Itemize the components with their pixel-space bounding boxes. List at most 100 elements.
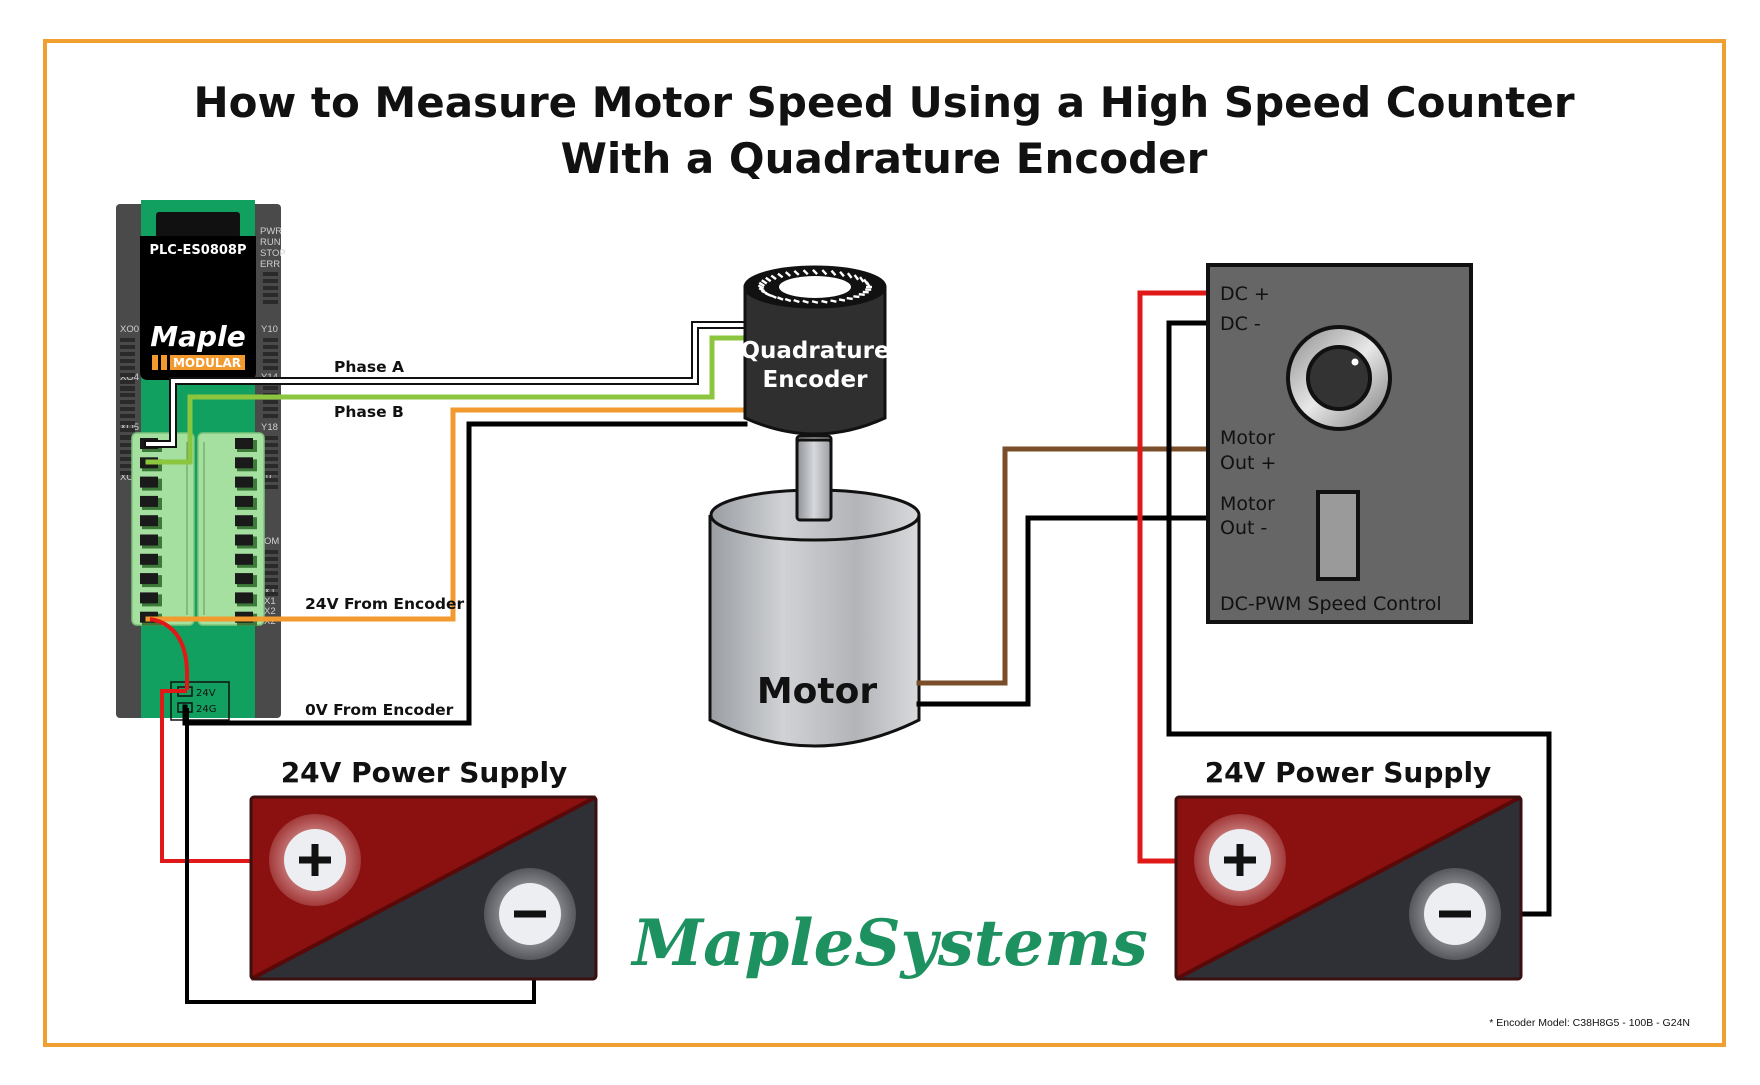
encoder-disc-slot — [758, 287, 766, 293]
encoder-disc-slot — [784, 297, 792, 303]
encoder-disc-slot — [839, 270, 845, 278]
knob-indicator-dot — [1351, 358, 1359, 366]
encoder-disc-slot — [802, 299, 809, 304]
pin-label-xo0: XO0 — [120, 324, 139, 335]
plc-terminal-left — [140, 534, 158, 546]
plc-modular-label: MODULAR — [173, 356, 241, 370]
plc-terminal-right — [235, 495, 253, 507]
power-switch[interactable] — [1316, 490, 1360, 581]
plc-terminal-left — [140, 495, 158, 507]
plc-terminal-right — [235, 457, 253, 469]
led-label-err: ERR — [260, 259, 280, 270]
encoder-model-footnote: * Encoder Model: C38H8G5 - 100B - G24N — [1489, 1017, 1690, 1029]
plc-vent-slot — [120, 421, 135, 425]
encoder-disc-slot — [770, 274, 777, 281]
plc-terminal-right — [235, 438, 253, 449]
plc-vent-slot — [263, 592, 278, 596]
plc-vent-slot — [263, 352, 278, 356]
plc-module: PLC-ES0808P Maple MODULAR PWR RUN STOP E… — [116, 200, 286, 721]
encoder-disc-slot — [853, 295, 860, 299]
plc-vent-slot — [263, 366, 278, 370]
plc-vent-slot — [263, 293, 278, 297]
encoder-disc-slot — [846, 296, 853, 301]
plc-24g-label: 24G — [196, 704, 216, 715]
plc-vent-slot — [263, 272, 278, 276]
plc-vent-slot — [263, 400, 278, 404]
plc-vent-slot — [120, 457, 135, 461]
plc-vent-slot — [120, 366, 135, 370]
plc-vent-slot — [120, 393, 135, 397]
encoder-label-line-2: Encoder — [763, 367, 869, 393]
plc-terminal-right — [235, 553, 253, 565]
plc-vent-slot — [263, 359, 278, 363]
psu-2-title: 24V Power Supply — [1205, 756, 1492, 789]
wire-dc-plus — [1137, 290, 1211, 864]
plc-vent-slot — [263, 578, 278, 582]
wire-dc-minus — [1166, 320, 1552, 917]
plc-vent-slot — [120, 443, 135, 447]
ctrl-label-dc-minus: DC - — [1220, 313, 1261, 335]
wire-motor-out-minus — [916, 515, 1211, 707]
wire-motor-out-plus — [916, 446, 1211, 686]
plc-vent-slot — [120, 407, 135, 411]
pin-label-y18: Y18 — [261, 422, 278, 433]
pin-label-x1b: X1 — [264, 596, 276, 607]
encoder-disc-slot — [865, 288, 872, 291]
plc-terminal-right — [235, 592, 253, 604]
pin-label-x1a: X1 — [264, 586, 276, 597]
pin-label-xo4: XO4 — [120, 372, 139, 383]
plc-terminal-right — [235, 515, 253, 527]
plc-vent-slot — [263, 571, 278, 575]
plc-vent-slot — [263, 443, 278, 447]
plc-vent-slot — [263, 478, 278, 482]
label-24v-from-encoder: 24V From Encoder — [305, 595, 464, 613]
plc-terminal-left — [140, 476, 158, 488]
plc-terminal-right — [235, 573, 253, 585]
plc-vent-slot — [120, 386, 135, 390]
ctrl-label-motor-out-plus-2: Out + — [1220, 452, 1276, 474]
plc-model-label: PLC-ES0808P — [150, 243, 247, 258]
encoder-disc-slot — [784, 271, 792, 277]
plc-vent-slot — [263, 464, 278, 468]
power-supply-2 — [1174, 795, 1523, 981]
ctrl-label-motor-out-minus-2: Out - — [1220, 517, 1267, 539]
encoder-disc-slot — [858, 293, 865, 296]
plc-vent-slot — [120, 352, 135, 356]
pin-label-x2a: X2 — [264, 606, 276, 617]
label-phase-a: Phase A — [334, 358, 404, 376]
encoder-disc-slot — [802, 269, 809, 276]
maple-systems-logo: MapleSystems — [630, 906, 1148, 981]
pin-label-xo: XO — [120, 472, 134, 483]
plc-terminal-right — [235, 534, 253, 546]
power-supply-1 — [249, 795, 598, 981]
plc-vent-slot — [120, 345, 135, 349]
plc-vent-slot — [263, 564, 278, 568]
title-line-2: With a Quadrature Encoder — [561, 134, 1208, 183]
plc-vent-slot — [263, 550, 278, 554]
plc-terminal-left — [140, 573, 158, 585]
encoder-label-line-1: Quadrature — [740, 338, 889, 364]
plc-vent-slot — [120, 436, 135, 440]
ctrl-label-motor-out-minus-1: Motor — [1220, 493, 1275, 515]
plc-vent-slot — [263, 557, 278, 561]
plc-terminal-left — [140, 553, 158, 565]
motor: Motor — [708, 438, 921, 748]
label-phase-b: Phase B — [334, 403, 404, 421]
label-0v-from-encoder: 0V From Encoder — [305, 701, 454, 719]
plc-vent-slot — [120, 380, 135, 384]
ctrl-label-dc-plus: DC + — [1220, 283, 1270, 305]
encoder-disc-slot — [830, 299, 837, 303]
plc-vent-slot — [263, 386, 278, 390]
plc-vent-slot — [120, 359, 135, 363]
led-label-stop: STOP — [260, 248, 286, 259]
encoder-disc-slot — [859, 276, 865, 283]
pin-label-y10: Y10 — [261, 324, 278, 335]
encoder-disc-slot — [793, 270, 800, 276]
encoder-disc-slot — [853, 274, 860, 281]
plc-vent-slot — [263, 279, 278, 283]
plc-terminal-left — [140, 515, 158, 527]
plc-vent-slot — [263, 345, 278, 349]
plc-vent-slot — [263, 414, 278, 418]
encoder-disc-slot — [865, 281, 871, 288]
